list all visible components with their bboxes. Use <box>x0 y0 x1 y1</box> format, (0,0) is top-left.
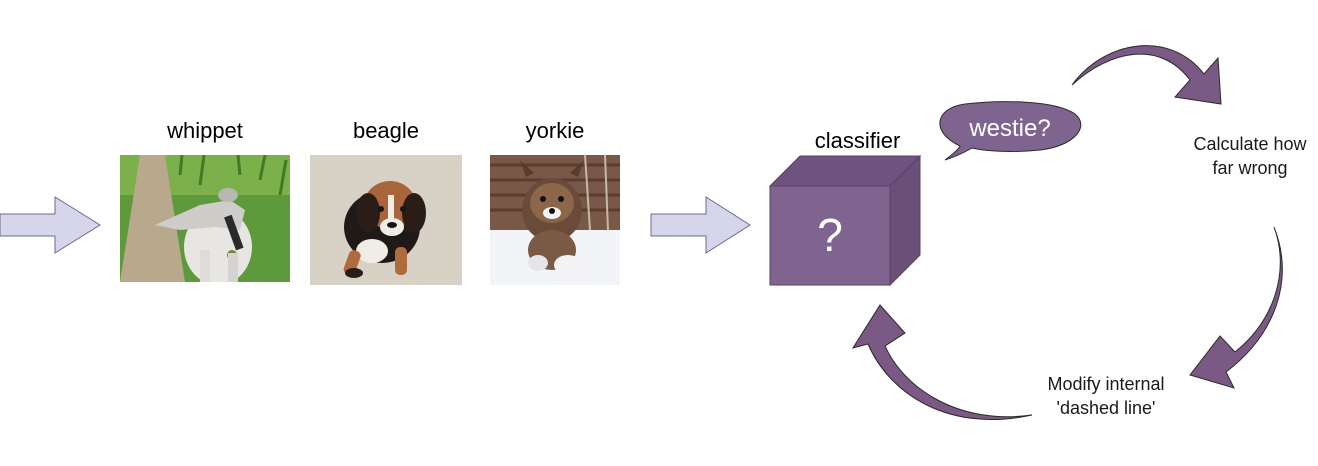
classifier-box-front <box>769 185 891 286</box>
classifier-label: classifier <box>814 128 901 153</box>
beagle-image <box>310 155 462 285</box>
classifier-box <box>768 154 922 287</box>
speech-bubble <box>939 101 1082 161</box>
calculate-line-2: far wrong <box>1212 158 1288 178</box>
yorkie-label: yorkie <box>525 118 585 143</box>
calculate-step: Calculate how far wrong <box>1180 132 1318 180</box>
modify-line-1: Modify internal <box>1047 374 1165 394</box>
whippet-label: whippet <box>167 118 243 143</box>
beagle-label: beagle <box>352 118 420 143</box>
modify-line-2: 'dashed line' <box>1056 398 1156 418</box>
question-mark: ? <box>817 209 843 261</box>
calculate-line-1: Calculate how <box>1193 134 1307 154</box>
westie-guess: westie? <box>969 115 1051 142</box>
curved-arrow-to-modify <box>1189 226 1283 389</box>
input-arrow <box>0 196 101 254</box>
to-classifier-arrow <box>650 196 751 254</box>
yorkie-image <box>490 155 620 285</box>
whippet-image <box>120 155 290 282</box>
curved-arrow-to-calculate <box>1071 45 1222 105</box>
modify-step: Modify internal 'dashed line' <box>1030 372 1182 420</box>
curved-arrow-to-classifier <box>851 304 1033 420</box>
